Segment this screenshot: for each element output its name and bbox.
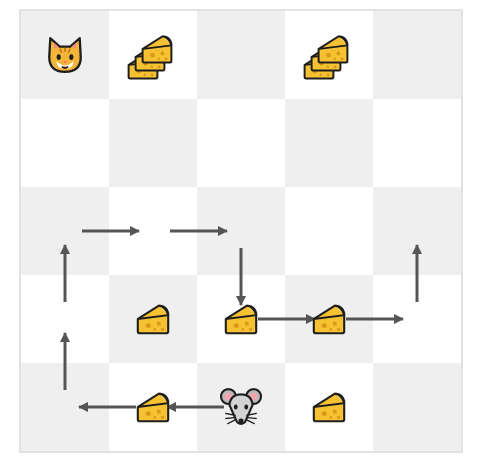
board-overlay: [48, 35, 422, 425]
board-cell-r2-c3[interactable]: [285, 187, 373, 275]
piece-cheese-stack-r0-c1-icon: [127, 35, 173, 80]
board-cell-r0-c4[interactable]: [373, 11, 461, 99]
cheese-icon-2: [141, 35, 173, 64]
board-cell-r1-c3[interactable]: [285, 99, 373, 187]
cat-icon: [48, 37, 82, 73]
board-cell-r0-c2[interactable]: [197, 11, 285, 99]
board-cell-r1-c1[interactable]: [109, 99, 197, 187]
cheese-icon: [136, 392, 170, 423]
cheese-icon: [224, 304, 258, 335]
cheese-icon: [136, 304, 170, 335]
board-cell-r1-c4[interactable]: [373, 99, 461, 187]
cheese-icon: [312, 304, 346, 335]
board-cell-r1-c0[interactable]: [21, 99, 109, 187]
piece-cheese-stack-r0-c3-icon: [303, 35, 349, 80]
board-cell-r4-c4[interactable]: [373, 363, 461, 451]
game-board: [19, 9, 463, 453]
mouse-icon: [220, 388, 262, 425]
cheese-icon: [312, 392, 346, 423]
cheese-icon-2: [317, 35, 349, 64]
board-cell-r1-c2[interactable]: [197, 99, 285, 187]
